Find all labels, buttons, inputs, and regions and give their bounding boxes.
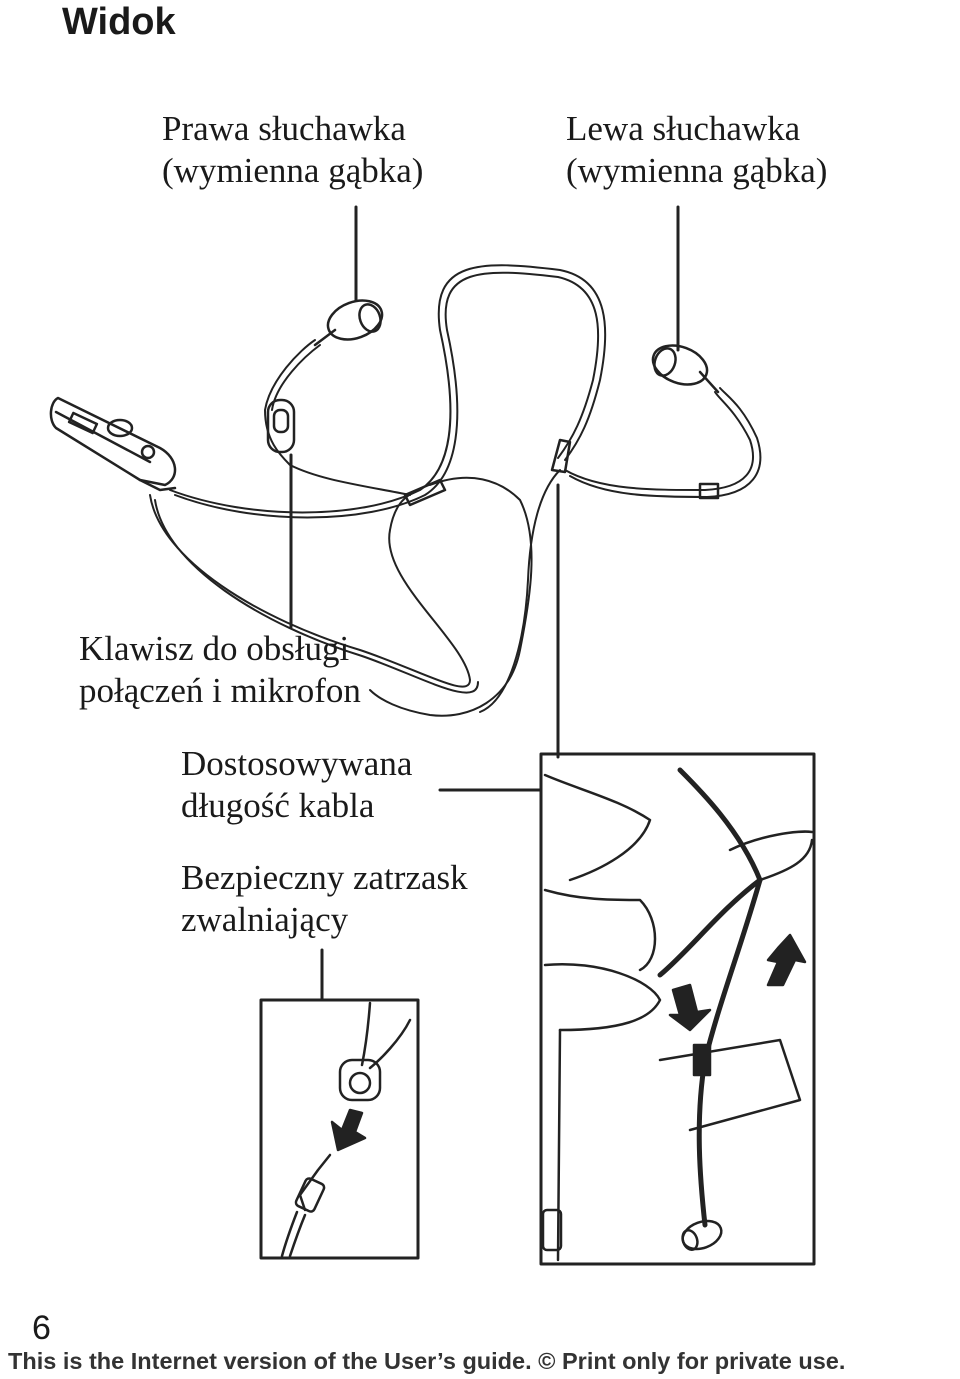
label-line: zwalniający: [181, 900, 349, 939]
label-safety-clasp: Bezpieczny zatrzask zwalniający: [181, 857, 468, 941]
right-earphone: [313, 299, 384, 347]
cable-adjust-detail: [539, 752, 816, 1266]
label-line: połączeń i mikrofon: [79, 671, 361, 710]
page-number: 6: [32, 1309, 51, 1347]
call-key: [266, 398, 296, 454]
cable-joint: [403, 478, 447, 507]
label-call-key: Klawisz do obsługi połączeń i mikrofon: [79, 628, 361, 712]
leader-lines: [289, 205, 680, 1002]
footer-notice: This is the Internet version of the User…: [8, 1348, 846, 1374]
page-title: Widok: [62, 1, 176, 43]
clip-device: [49, 396, 177, 492]
label-line: (wymienna gąbka): [162, 151, 424, 190]
label-line: (wymienna gąbka): [566, 151, 828, 190]
label-cable-length: Dostosowywana długość kabla: [181, 743, 412, 827]
label-line: Klawisz do obsługi: [79, 629, 350, 668]
label-line: Bezpieczny zatrzask: [181, 858, 468, 897]
left-earphone: [651, 344, 720, 394]
cables: [149, 264, 762, 717]
label-line: długość kabla: [181, 786, 375, 825]
cable-slider: [550, 438, 572, 474]
safety-clasp-detail: [259, 998, 420, 1260]
label-line: Prawa słuchawka: [162, 109, 406, 148]
label-line: Dostosowywana: [181, 744, 413, 783]
label-right-earphone: Prawa słuchawka (wymienna gąbka): [162, 108, 423, 192]
cable-stopper: [698, 482, 720, 500]
label-left-earphone: Lewa słuchawka (wymienna gąbka): [566, 108, 827, 192]
label-line: Lewa słuchawka: [566, 109, 801, 148]
